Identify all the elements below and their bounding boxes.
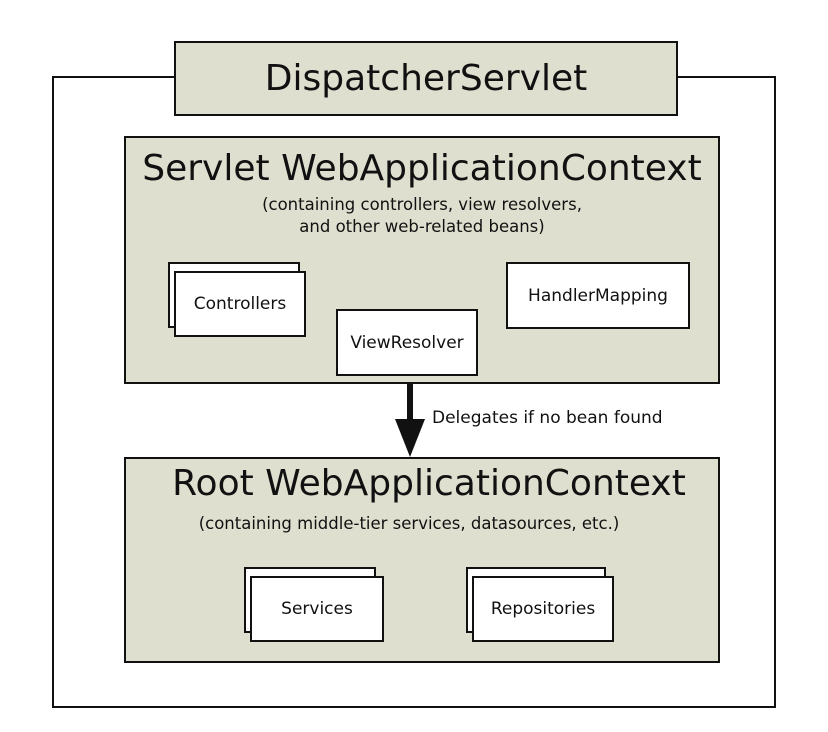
delegation-arrow	[395, 383, 425, 457]
servlet-context-subtitle-line-1: (containing controllers, view resolvers,	[262, 195, 582, 214]
repositories-bean: Repositories	[472, 576, 614, 642]
servlet-context-title: Servlet WebApplicationContext	[142, 148, 702, 189]
dispatcher-servlet-title-text: DispatcherServlet	[264, 58, 588, 99]
handler-mapping-label: HandlerMapping	[528, 285, 668, 306]
root-web-application-context: Root WebApplicationContext (containing m…	[124, 457, 720, 663]
controllers-bean: Controllers	[174, 271, 306, 337]
handler-mapping-bean: HandlerMapping	[506, 262, 690, 329]
controllers-label: Controllers	[193, 294, 287, 314]
root-context-title: Root WebApplicationContext	[172, 463, 686, 504]
view-resolver-bean: ViewResolver	[336, 309, 478, 376]
arrow-down-icon	[395, 383, 425, 457]
view-resolver-label: ViewResolver	[350, 332, 464, 353]
repositories-label: Repositories	[490, 599, 596, 619]
root-context-subtitle: (containing middle-tier services, dataso…	[198, 514, 620, 533]
servlet-context-subtitle-line-2: and other web-related beans)	[299, 217, 545, 236]
delegation-label: Delegates if no bean found	[432, 408, 663, 428]
servlet-context-subtitle: (containing controllers, view resolvers,…	[126, 194, 718, 238]
services-label: Services	[281, 599, 353, 619]
services-bean: Services	[250, 576, 384, 642]
servlet-web-application-context: Servlet WebApplicationContext (containin…	[124, 136, 720, 384]
dispatcher-servlet-title: DispatcherServlet	[174, 41, 678, 116]
